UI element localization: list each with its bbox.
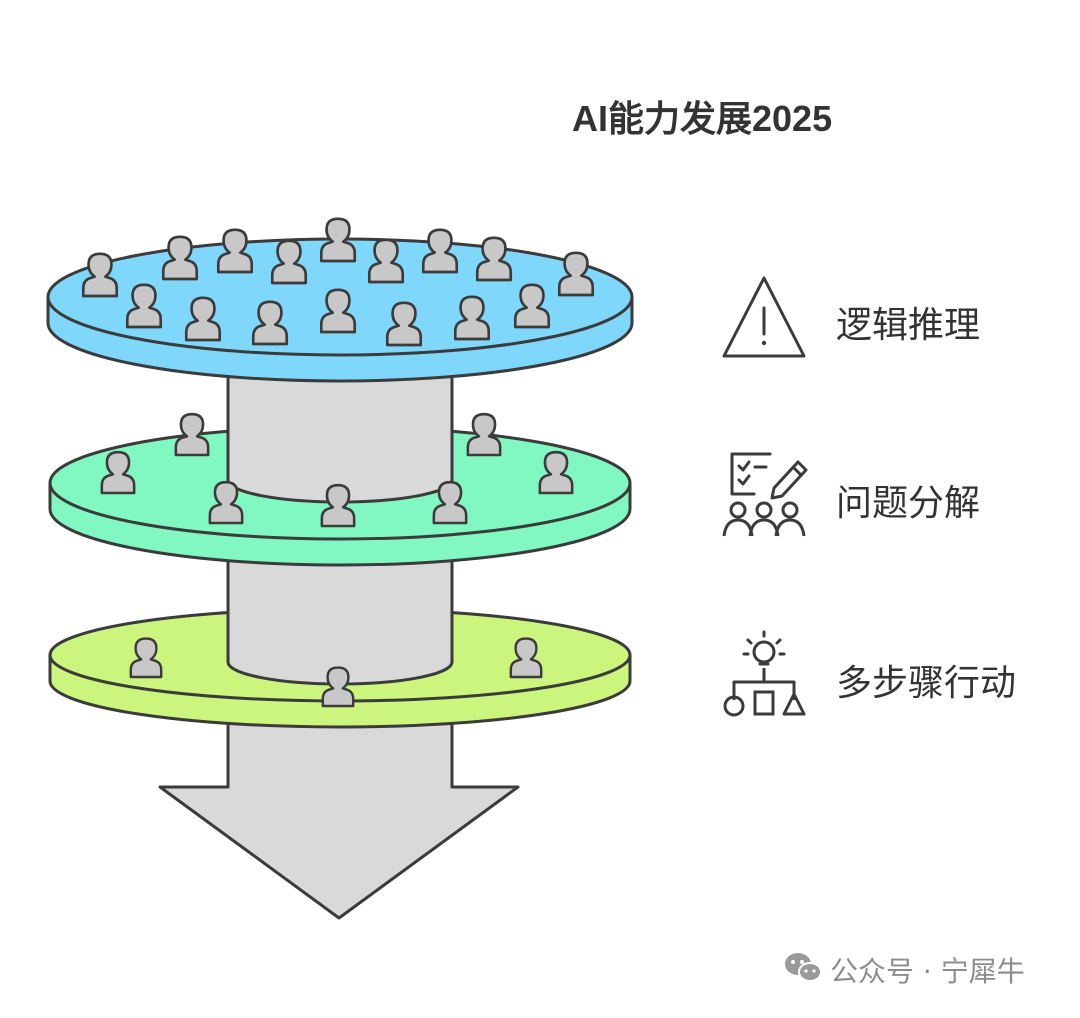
person-icon	[513, 283, 551, 329]
layer-disc-reasoning	[46, 217, 634, 383]
diagram-title: AI能力发展2025	[572, 98, 833, 139]
watermark-text: 公众号 · 宁犀牛	[830, 955, 1025, 988]
person-icon	[538, 450, 574, 495]
warning-triangle-icon	[722, 276, 806, 358]
person-icon	[184, 296, 222, 342]
person-icon	[509, 637, 543, 679]
layer-label-reasoning: 逻辑推理	[836, 305, 981, 346]
person-icon	[270, 239, 308, 285]
person-icon	[319, 288, 357, 334]
person-icon	[251, 300, 289, 346]
person-icon	[100, 450, 136, 495]
layer-label-multistep: 多步骤行动	[836, 663, 1017, 704]
person-icon	[125, 283, 163, 329]
person-icon	[319, 217, 357, 263]
person-icon	[161, 235, 199, 281]
idea-flow-icon	[723, 630, 806, 717]
person-icon	[174, 412, 210, 457]
person-icon	[321, 666, 355, 708]
person-icon	[208, 480, 244, 525]
person-icon	[432, 480, 468, 525]
person-icon	[557, 251, 595, 297]
person-icon	[466, 412, 502, 457]
watermark: 公众号 · 宁犀牛	[782, 950, 1025, 990]
person-icon	[453, 295, 491, 341]
person-icon	[320, 483, 356, 528]
downward-arrow	[158, 698, 520, 920]
person-icon	[475, 236, 513, 282]
person-icon	[421, 228, 459, 274]
person-icon	[81, 252, 119, 298]
person-icon	[129, 637, 163, 679]
checklist-team-icon	[722, 452, 808, 537]
layer-disc-decomposition	[48, 398, 632, 567]
person-icon	[216, 228, 254, 274]
person-icon	[385, 301, 423, 347]
person-icon	[367, 238, 405, 284]
wechat-logo-icon	[785, 953, 822, 982]
layer-label-decomposition: 问题分解	[836, 483, 981, 524]
